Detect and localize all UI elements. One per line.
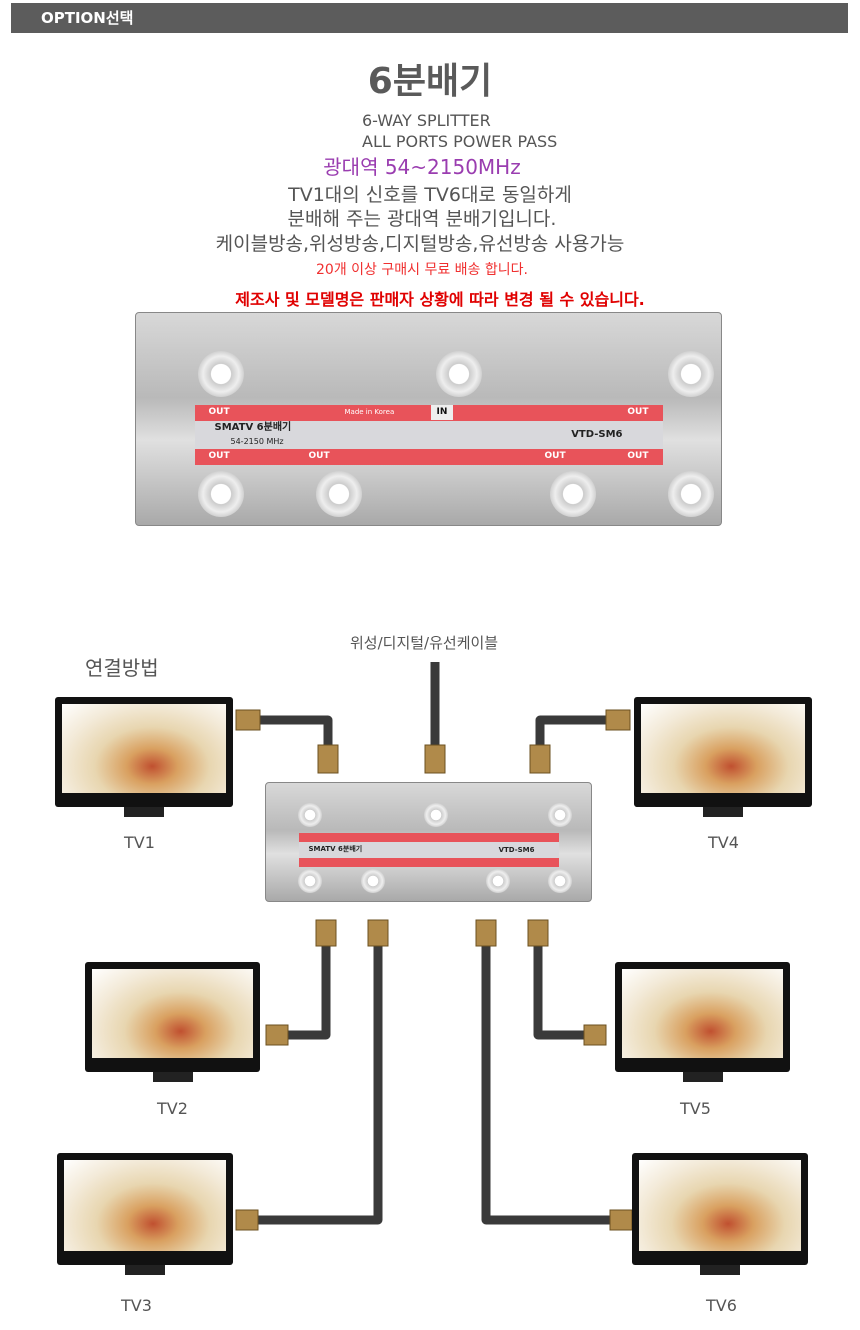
tv-4 — [634, 697, 812, 817]
port-icon — [198, 351, 244, 397]
tv-2-label: TV2 — [157, 1099, 188, 1118]
label-middle-band: SMATV 6분배기 54-2150 MHz VTD-SM6 — [194, 421, 663, 449]
label-top-band: OUT Made in Korea IN OUT — [194, 405, 663, 421]
device-name-label: SMATV 6분배기 — [214, 422, 292, 433]
tv-5-label: TV5 — [680, 1099, 711, 1118]
out-label: OUT — [208, 407, 230, 417]
out-label: OUT — [627, 451, 649, 461]
made-in-label: Made in Korea — [344, 408, 395, 416]
device-model-label: VTD-SM6 — [571, 429, 623, 440]
product-subtitle-1: 6-WAY SPLITTER — [362, 111, 491, 130]
connector-icon — [424, 744, 446, 774]
product-subtitle-2: ALL PORTS POWER PASS — [362, 132, 558, 151]
port-icon — [198, 471, 244, 517]
out-label: OUT — [544, 451, 566, 461]
connector-icon — [475, 919, 497, 947]
splitter-product-image: OUT Made in Korea IN OUT SMATV 6분배기 54-2… — [135, 312, 722, 526]
tv-screen-image — [641, 704, 805, 793]
cable-tv1 — [258, 715, 333, 748]
port-icon — [298, 869, 322, 893]
label-top-band — [298, 833, 559, 842]
connector-icon — [527, 919, 549, 947]
connector-icon — [367, 919, 389, 947]
tv-2 — [85, 962, 260, 1082]
tv-screen-image — [92, 969, 253, 1058]
tv-stand — [125, 1265, 165, 1275]
tv-screen-image — [64, 1160, 226, 1251]
out-label: OUT — [627, 407, 649, 417]
device-name-label: SMATV 6분배기 — [308, 845, 363, 853]
device-freq-label: 54-2150 MHz — [230, 437, 284, 446]
port-icon — [298, 803, 322, 827]
cable-tv3 — [250, 935, 383, 1225]
tv-stand — [682, 1072, 723, 1082]
description-line-3: 케이블방송,위성방송,디지털방송,유선방송 사용가능 — [215, 233, 625, 255]
port-icon — [361, 869, 385, 893]
port-icon — [668, 351, 714, 397]
input-cable-label: 위성/디지털/유선케이블 — [350, 634, 499, 652]
port-icon — [548, 803, 572, 827]
connector-icon — [605, 709, 631, 731]
tv-3-label: TV3 — [121, 1296, 152, 1315]
connector-icon — [235, 709, 261, 731]
tv-4-label: TV4 — [708, 833, 739, 852]
tv-screen-image — [639, 1160, 801, 1251]
splitter-diagram-image: SMATV 6분배기 VTD-SM6 — [265, 782, 592, 902]
tv-5 — [615, 962, 790, 1082]
tv-stand — [152, 1072, 193, 1082]
option-header-bar: OPTION선택 — [11, 3, 848, 33]
description-line-1: TV1대의 신호를 TV6대로 동일하게 — [288, 184, 572, 206]
out-label: OUT — [308, 451, 330, 461]
out-label: OUT — [208, 451, 230, 461]
device-model-label: VTD-SM6 — [498, 846, 535, 854]
port-icon — [316, 471, 362, 517]
manufacturer-notice: 제조사 및 모델명은 판매자 상황에 따라 변경 될 수 있습니다. — [235, 290, 645, 309]
tv-stand — [703, 807, 743, 817]
port-icon — [548, 869, 572, 893]
tv-screen-image — [622, 969, 783, 1058]
frequency-band: 광대역 54~2150MHz — [323, 155, 521, 179]
connector-icon — [235, 1209, 259, 1231]
tv-6-label: TV6 — [706, 1296, 737, 1315]
port-icon — [424, 803, 448, 827]
cable-tv2 — [282, 935, 331, 1040]
port-icon — [486, 869, 510, 893]
port-icon — [436, 351, 482, 397]
connector-icon — [529, 744, 551, 774]
label-middle-band: SMATV 6분배기 VTD-SM6 — [298, 842, 559, 858]
port-icon — [668, 471, 714, 517]
option-header-label: OPTION선택 — [41, 9, 134, 27]
tv-1-label: TV1 — [124, 833, 155, 852]
connector-icon — [315, 919, 337, 947]
product-title: 6분배기 — [367, 61, 493, 102]
connection-method-title: 연결방법 — [85, 656, 159, 680]
port-icon — [550, 471, 596, 517]
in-label: IN — [430, 405, 454, 420]
tv-1 — [55, 697, 233, 817]
connector-icon — [583, 1024, 607, 1046]
tv-6 — [632, 1153, 808, 1275]
cable-tv6 — [481, 935, 618, 1225]
shipping-notice: 20개 이상 구매시 무료 배송 합니다. — [316, 262, 528, 278]
tv-screen-image — [62, 704, 226, 793]
connector-icon — [265, 1024, 289, 1046]
tv-3 — [57, 1153, 233, 1275]
tv-stand — [700, 1265, 740, 1275]
cable-tv4 — [535, 715, 612, 748]
description-line-2: 분배해 주는 광대역 분배기입니다. — [287, 208, 557, 230]
label-bottom-band — [298, 858, 559, 867]
tv-stand — [124, 807, 164, 817]
connector-icon — [609, 1209, 633, 1231]
label-bottom-band: OUT OUT OUT OUT — [194, 449, 663, 465]
connector-icon — [317, 744, 339, 774]
cable-tv5 — [533, 935, 590, 1040]
